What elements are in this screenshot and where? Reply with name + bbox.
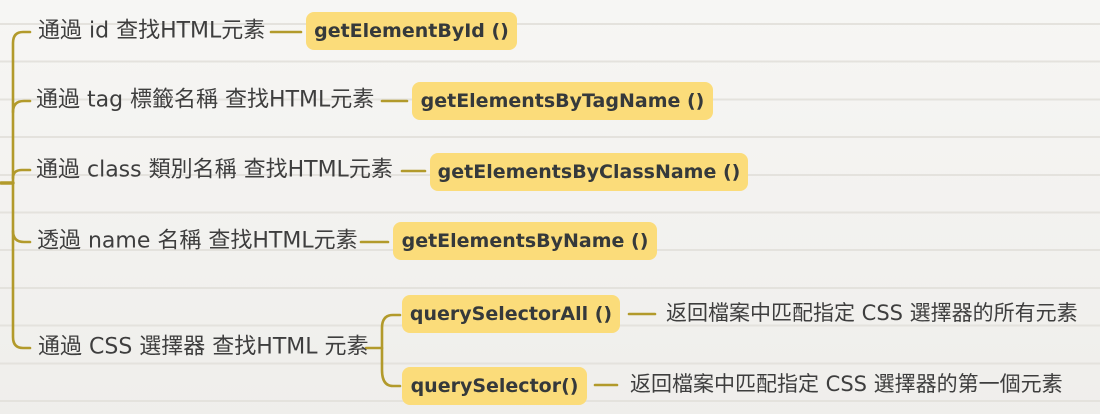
topic-label-name[interactable]: 透過 name 名稱 查找HTML元素 [37, 228, 358, 254]
description-queryselector[interactable]: 返回檔案中匹配指定 CSS 選擇器的第一個元素 [630, 371, 1063, 396]
method-topic-queryselector[interactable]: querySelector() [402, 367, 587, 405]
branch-curve-tag [11, 99, 32, 114]
method-topic-getelementsbytagname[interactable]: getElementsByTagName () [412, 82, 713, 120]
branch-curve-class [11, 168, 32, 180]
method-topic-getelementsbyname[interactable]: getElementsByName () [393, 222, 657, 260]
topic-label-css[interactable]: 通過 CSS 選擇器 查找HTML 元素 [38, 334, 369, 360]
branch-curve-name [11, 229, 32, 244]
description-queryselectorall[interactable]: 返回檔案中匹配指定 CSS 選擇器的所有元素 [666, 300, 1078, 325]
trunk-line [11, 30, 32, 350]
topic-label-class[interactable]: 通過 class 類別名稱 查找HTML元素 [36, 157, 393, 183]
topic-label-tag[interactable]: 通過 tag 標籤名稱 查找HTML元素 [36, 87, 375, 113]
method-topic-queryselectorall[interactable]: querySelectorAll () [402, 295, 620, 333]
topic-label-id[interactable]: 通過 id 查找HTML元素 [38, 18, 266, 44]
method-topic-getelementbyid[interactable]: getElementById () [306, 12, 517, 50]
css-bracket [380, 313, 402, 388]
method-topic-getelementsbyclassname[interactable]: getElementsByClassName () [430, 153, 748, 191]
